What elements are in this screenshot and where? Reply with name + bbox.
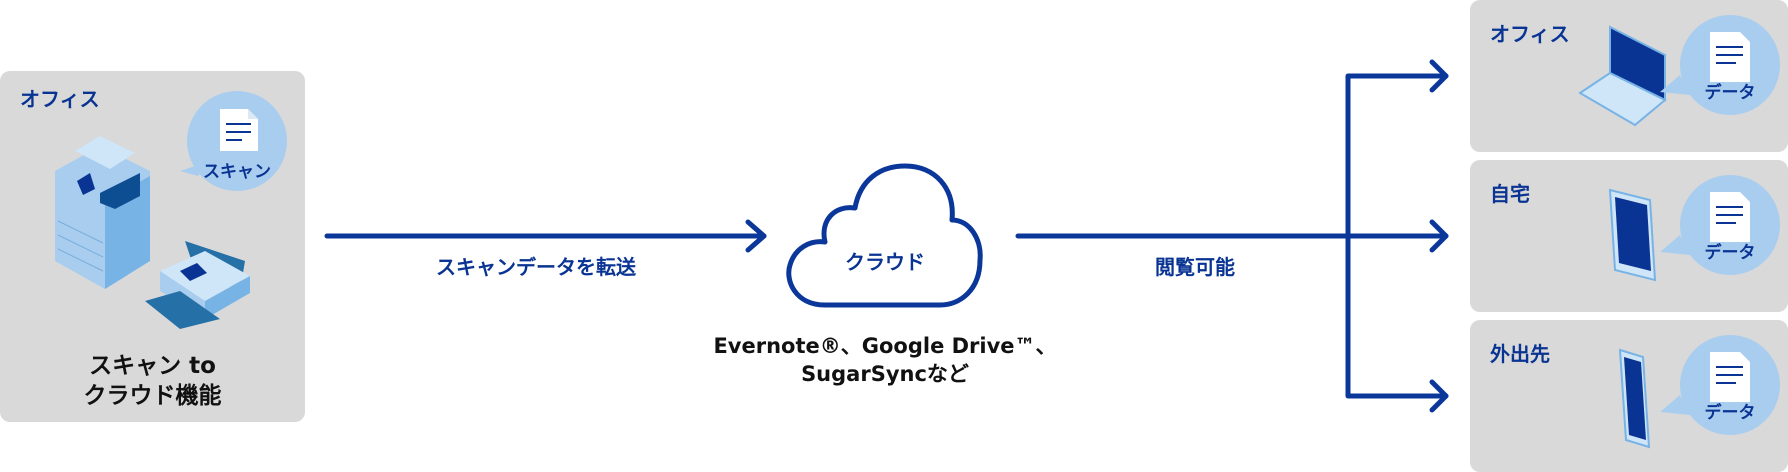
- destination-place-label: 自宅: [1490, 182, 1530, 206]
- scan-bubble-label: スキャン: [203, 162, 271, 182]
- source-caption-line1: スキャン to: [89, 353, 216, 379]
- laptop-icon: [1578, 25, 1667, 127]
- source-office-panel: オフィス スキャン スキャン to クラウド機能: [0, 71, 305, 422]
- data-bubble-label: データ: [1704, 83, 1756, 103]
- view-label: 閲覧可能: [1155, 255, 1235, 279]
- data-bubble-icon: [1660, 175, 1780, 275]
- cloud-label: クラウド: [845, 250, 925, 274]
- scan-bubble-icon: [180, 91, 287, 191]
- transfer-label: スキャンデータを転送: [436, 255, 636, 279]
- document-scanner-icon: [145, 241, 250, 329]
- multifunction-printer-icon: [55, 136, 150, 289]
- source-place-label: オフィス: [20, 87, 100, 111]
- data-bubble-label: データ: [1704, 243, 1756, 263]
- data-bubble-icon: [1660, 335, 1780, 435]
- destination-outside-panel: 外出先 データ: [1470, 320, 1788, 472]
- data-bubble-label: データ: [1704, 403, 1756, 423]
- destination-home-panel: 自宅 データ: [1470, 160, 1788, 312]
- destination-office-panel: オフィス データ: [1470, 0, 1788, 152]
- smartphone-icon: [1618, 348, 1651, 449]
- destination-place-label: 外出先: [1490, 342, 1550, 366]
- cloud-services-line1: Evernote®、Google Drive™、: [713, 334, 1057, 358]
- cloud-services-line2: SugarSyncなど: [801, 362, 969, 386]
- destination-place-label: オフィス: [1490, 22, 1570, 46]
- cloud-icon: [786, 163, 983, 308]
- data-bubble-icon: [1660, 15, 1780, 115]
- source-caption-line2: クラウド機能: [83, 383, 222, 409]
- tablet-icon: [1608, 188, 1657, 282]
